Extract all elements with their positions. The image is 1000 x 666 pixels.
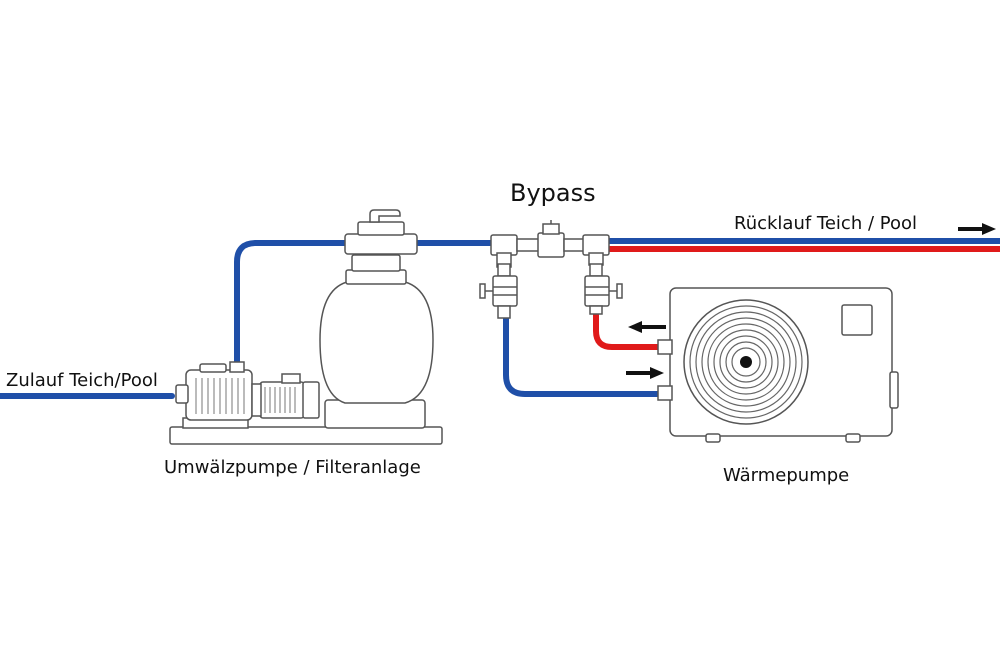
fan-hub (740, 356, 752, 368)
valve-left (492, 275, 518, 307)
bypass-label: Bypass (510, 179, 596, 207)
bypass-valve (537, 232, 565, 258)
tee-left (490, 234, 518, 256)
cold-pipes (0, 238, 1000, 399)
heat-pump-label: Wärmepumpe (723, 465, 850, 486)
from-heat-pump-pipe (593, 309, 663, 350)
arrow-left-icon (628, 321, 666, 333)
arrow-right-icon (958, 223, 996, 235)
return-label: Rücklauf Teich / Pool (734, 213, 917, 234)
tee-right (582, 234, 610, 256)
inlet-label: Zulauf Teich/Pool (6, 370, 158, 391)
pump-motor (259, 381, 305, 419)
valve-right (584, 275, 610, 307)
to-heat-pump-pipe (503, 315, 663, 397)
arrow-right-icon (626, 367, 664, 379)
pump-filter-unit (169, 209, 443, 445)
fan-rings (689, 305, 803, 419)
bypass-assembly (479, 220, 623, 319)
pump-filter-label: Umwälzpumpe / Filteranlage (164, 457, 421, 478)
pump-fins (195, 378, 296, 414)
supply-pipe (234, 240, 348, 371)
filter-tank (319, 281, 434, 404)
multiport-valve (344, 233, 418, 255)
control-panel (841, 304, 873, 336)
base-plate (169, 426, 443, 445)
